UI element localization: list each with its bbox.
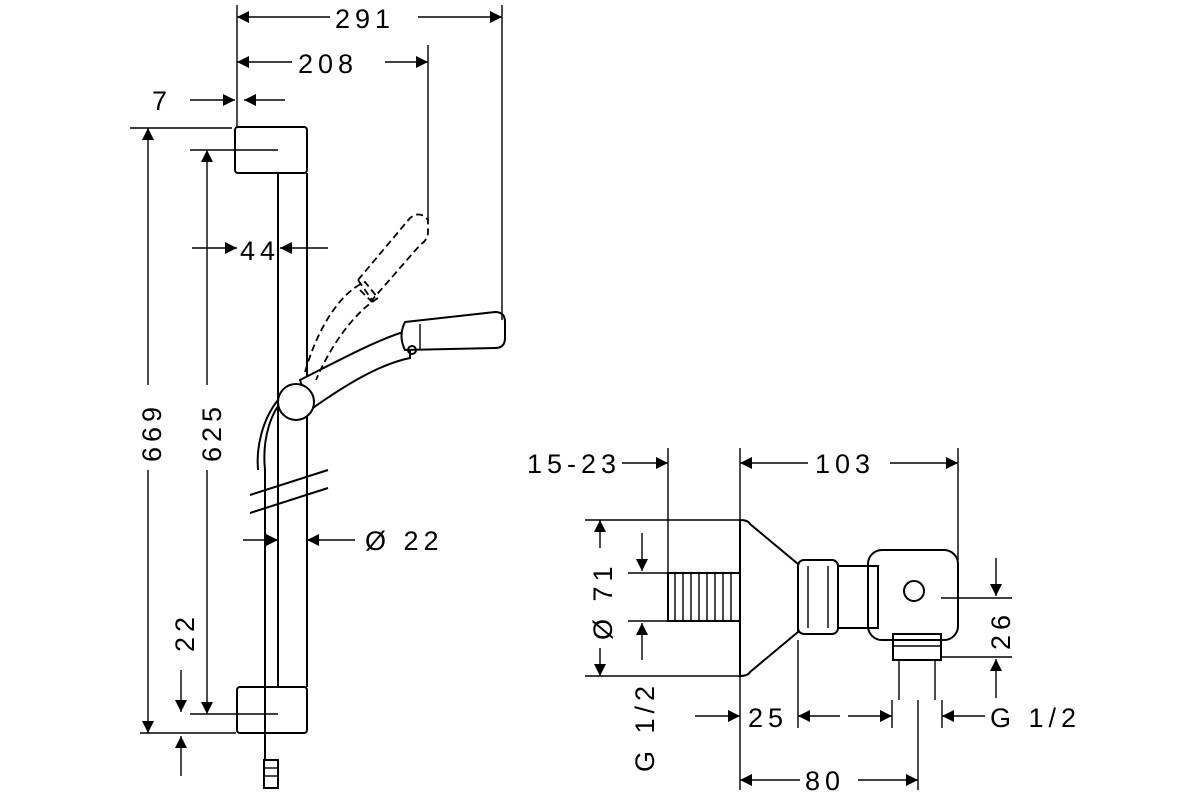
bottom-wall-bracket <box>236 686 308 734</box>
left-dimensions: 291 208 7 44 669 625 22 Ø 22 <box>130 4 503 776</box>
dim-bar-height: 625 <box>197 402 227 462</box>
dim-adjust-range: 15-23 <box>527 449 621 479</box>
connector-nut <box>797 559 839 635</box>
dim-depth-25: 25 <box>748 703 788 733</box>
dim-overall-height: 669 <box>137 402 167 462</box>
dim-bracket-offset: 7 <box>152 86 172 116</box>
hose-end-fitting <box>263 759 279 789</box>
dim-bar-to-wall: 44 <box>240 236 280 266</box>
dim-thread-left: G 1/2 <box>630 681 660 772</box>
rosette <box>739 518 799 678</box>
shower-bar-set <box>234 126 506 789</box>
dim-outlet-height: 26 <box>986 610 1016 650</box>
hand-shower-alternate <box>304 280 380 381</box>
dim-bottom-offset: 22 <box>170 612 200 652</box>
dim-overall-width: 291 <box>335 4 395 34</box>
outlet-thread <box>892 633 942 661</box>
hand-shower <box>298 328 411 412</box>
dim-rosette-diameter: Ø 71 <box>588 561 618 640</box>
dim-outlet-depth: 103 <box>815 449 875 479</box>
dim-bar-diameter: Ø 22 <box>365 526 444 556</box>
break-line <box>249 469 329 496</box>
right-dimensions: 15-23 103 Ø 71 G 1/2 26 25 G 1/2 <box>527 448 1081 796</box>
slider-knob <box>277 383 315 421</box>
dim-depth-80: 80 <box>805 766 845 796</box>
dim-handshower-reach: 208 <box>298 49 358 79</box>
shower-hose <box>263 394 289 760</box>
wall-connector <box>667 518 959 700</box>
connector-body <box>837 565 879 629</box>
dim-thread-right: G 1/2 <box>990 703 1081 733</box>
